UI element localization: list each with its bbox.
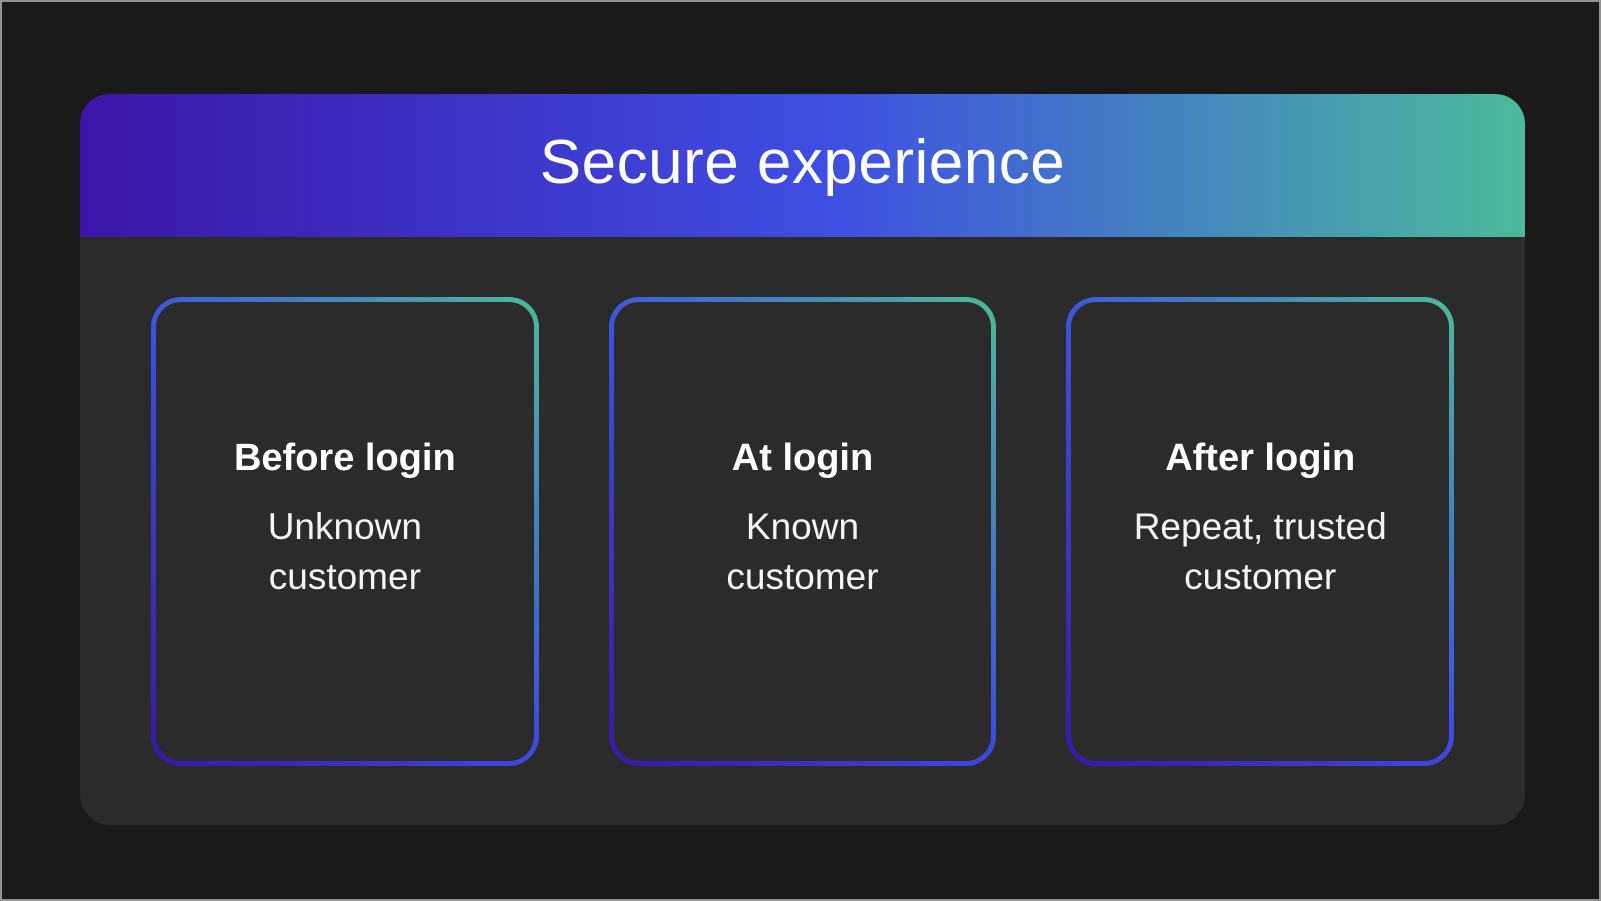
stage-description-line: customer xyxy=(1184,556,1337,597)
stage-card-at-login: At login Known customer xyxy=(609,297,997,766)
header-banner: Secure experience xyxy=(80,94,1525,237)
stage-description-line: customer xyxy=(268,556,421,597)
diagram-title: Secure experience xyxy=(539,127,1066,197)
stage-description-line: Unknown xyxy=(267,506,422,547)
diagram-panel: Secure experience Before login Unknown c… xyxy=(80,94,1525,825)
stage-description-line: Repeat, trusted xyxy=(1133,506,1387,547)
stages-row: Before login Unknown customer At login K… xyxy=(80,237,1525,825)
stage-description: Known customer xyxy=(726,502,878,602)
stage-description: Repeat, trusted customer xyxy=(1134,502,1387,602)
stage-heading: At login xyxy=(731,437,874,479)
stage-description-line: Known xyxy=(745,506,860,547)
stage-card-before-login: Before login Unknown customer xyxy=(151,297,539,766)
stage-description-line: customer xyxy=(726,556,879,597)
stage-heading: Before login xyxy=(233,437,456,479)
stage-description: Unknown customer xyxy=(268,502,422,602)
stage-card-after-login: After login Repeat, trusted customer xyxy=(1066,297,1454,766)
stage-heading: After login xyxy=(1165,437,1356,479)
